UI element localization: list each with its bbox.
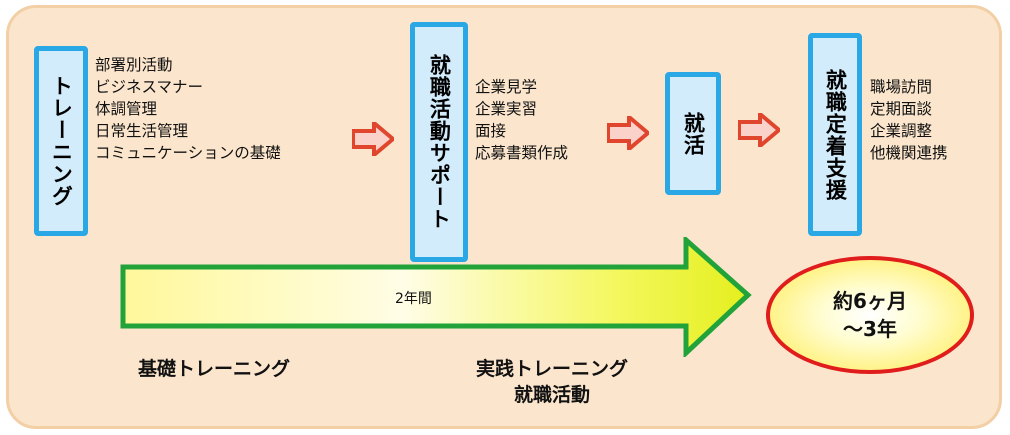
timeline-arrow — [120, 237, 752, 357]
box-training: トレーニング — [34, 46, 88, 236]
retention-list: 職場訪問 定期面談 企業調整 他機関連携 — [870, 76, 948, 164]
list-item: 企業実習 — [475, 100, 538, 118]
right-arrow-icon — [607, 116, 649, 150]
right-arrow-icon — [352, 122, 394, 156]
box-job-support: 就職活動サポート — [410, 22, 468, 262]
caption-basic-training: 基礎トレーニング — [138, 358, 291, 380]
duration-label: 2年間 — [395, 291, 432, 307]
ellipse-line2: ～3年 — [843, 317, 897, 341]
list-item: 企業見学 — [475, 78, 538, 96]
list-item: 定期面談 — [870, 100, 933, 118]
list-item: 日常生活管理 — [95, 122, 189, 140]
list-item: コミュニケーションの基礎 — [95, 144, 281, 162]
list-item: 部署別活動 — [95, 56, 173, 74]
job-support-list: 企業見学 企業実習 面接 応募書類作成 — [475, 76, 568, 164]
caption-practice: 実践トレーニング 就職活動 — [476, 356, 628, 408]
ellipse-line1: 約6ヶ月 — [833, 289, 907, 313]
list-item: 企業調整 — [870, 122, 933, 140]
duration-ellipse: 約6ヶ月 ～3年 — [766, 256, 974, 374]
box-job: 就活 — [665, 72, 721, 195]
list-item: 面接 — [475, 122, 507, 140]
list-item: 他機関連携 — [870, 144, 948, 162]
list-item: 体調管理 — [95, 100, 158, 118]
caption-practice-line2: 就職活動 — [514, 384, 591, 406]
list-item: ビジネスマナー — [95, 78, 204, 96]
training-list: 部署別活動 ビジネスマナー 体調管理 日常生活管理 コミュニケーションの基礎 — [95, 54, 281, 164]
list-item: 職場訪問 — [870, 78, 933, 96]
right-arrow-icon — [738, 113, 780, 147]
box-retention: 就職定着支援 — [808, 33, 862, 236]
caption-practice-line1: 実践トレーニング — [476, 358, 629, 380]
list-item: 応募書類作成 — [475, 144, 569, 162]
